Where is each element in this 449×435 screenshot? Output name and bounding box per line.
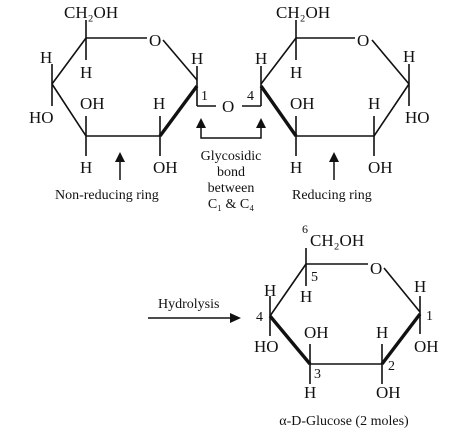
c2-number-label: 2 — [388, 359, 395, 374]
product-substituent-bonds — [269, 248, 421, 384]
left-oh-bottom: OH — [153, 158, 178, 177]
bridge-oxygen: O — [222, 97, 234, 116]
left-h-top-left: H — [40, 48, 52, 67]
product-oh-c2: OH — [376, 383, 401, 402]
left-h-upper-inner: H — [80, 63, 92, 82]
product-oh-c1: OH — [414, 337, 439, 356]
product-h-inner-right: H — [376, 323, 388, 342]
product-ho-c4: HO — [254, 337, 279, 356]
product-oh-inner: OH — [304, 323, 329, 342]
left-ring-front-edge — [158, 84, 199, 138]
annotations: Non-reducing ring Reducing ring Glycosid… — [55, 118, 372, 212]
right-ho-label: HO — [405, 108, 430, 127]
non-reducing-glucose-ring: CH₂OH O H H HO OH H H 1 H OH — [29, 3, 208, 177]
c4-number-label: 4 — [247, 89, 254, 104]
hydrolysis-arrowhead — [230, 313, 241, 323]
left-oh-inner: OH — [80, 94, 105, 113]
hydrolysis-label: Hydrolysis — [158, 297, 219, 312]
product-h-c5: H — [300, 287, 312, 306]
product-ring-right-edge — [380, 312, 422, 366]
product-h-c3: H — [304, 383, 316, 402]
left-substituent-bonds — [51, 20, 198, 156]
right-h-inner-right: H — [368, 94, 380, 113]
hydrolysis-reaction: Hydrolysis — [148, 297, 241, 323]
right-h-c4: H — [255, 49, 267, 68]
product-ring-oxygen: O — [370, 259, 382, 278]
product-h-c4: H — [264, 281, 276, 300]
glycosidic-bracket — [200, 126, 262, 139]
right-h-bottom: H — [290, 158, 302, 177]
c4-product-number: 4 — [256, 310, 263, 325]
product-h-c1: H — [414, 277, 426, 296]
left-h-c1: H — [191, 49, 203, 68]
glycosidic-bridge: O 4 — [197, 89, 261, 116]
glycosidic-arrowhead-left — [196, 118, 206, 128]
reducing-label: Reducing ring — [292, 188, 372, 203]
non-reducing-arrowhead — [115, 152, 125, 162]
right-ch2oh-label: CH₂OH — [276, 3, 330, 22]
right-substituent-bonds — [260, 20, 410, 156]
right-oh-bottom: OH — [368, 158, 393, 177]
left-ring-bonds — [51, 37, 198, 137]
right-h-right: H — [403, 47, 415, 66]
non-reducing-label: Non-reducing ring — [55, 188, 159, 203]
left-h-inner-right: H — [153, 94, 165, 113]
left-ring-oxygen: O — [149, 31, 161, 50]
glycosidic-line-4: C₁ & C₄ — [208, 197, 254, 212]
glycosidic-line-2: bond — [217, 165, 245, 180]
right-oh-inner: OH — [290, 94, 315, 113]
reducing-glucose-ring: CH₂OH O H H OH H H HO H OH — [255, 3, 430, 177]
product-ch2oh-label: CH₂OH — [310, 231, 364, 250]
right-ring-right-edge — [373, 83, 410, 137]
right-ring-oxygen: O — [357, 31, 369, 50]
left-ch2oh-label: CH₂OH — [64, 3, 118, 22]
reducing-arrowhead — [329, 152, 339, 162]
product-caption: α-D-Glucose (2 moles) — [279, 414, 409, 429]
c5-number-label: 5 — [311, 270, 318, 285]
glycosidic-line-1: Glycosidic — [201, 149, 262, 164]
left-ho-label: HO — [29, 108, 54, 127]
product-ring-front-edge — [268, 314, 312, 366]
left-h-bottom: H — [80, 158, 92, 177]
product-ring-bonds — [269, 263, 421, 365]
glycosidic-arrowhead-right — [256, 118, 266, 128]
c6-number-label: 6 — [302, 222, 308, 236]
left-c1-number: 1 — [201, 89, 208, 104]
glycosidic-line-3: between — [208, 181, 255, 196]
c3-number-label: 3 — [314, 367, 321, 382]
right-h-upper-inner: H — [290, 63, 302, 82]
alpha-d-glucose-ring: 6 CH₂OH O 5 H 4 H HO OH H H 1 OH 3 H 2 O… — [254, 222, 439, 429]
c1-product-number: 1 — [426, 309, 433, 324]
right-ring-bonds — [260, 37, 410, 137]
right-ring-front-edge — [259, 85, 298, 137]
